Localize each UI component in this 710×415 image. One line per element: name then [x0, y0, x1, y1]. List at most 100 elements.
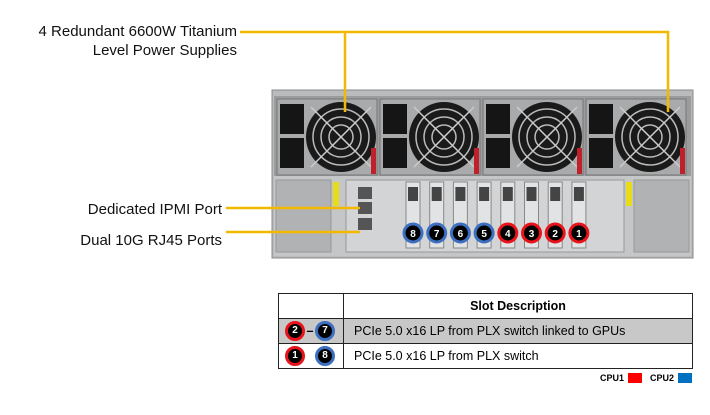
slot-badge-ring — [449, 222, 471, 244]
cpu-legend: CPU1 CPU2 — [600, 373, 692, 383]
pcie-slot-opening — [526, 187, 537, 201]
fan-guard-bar — [516, 106, 578, 168]
slot-badge-ring — [497, 222, 519, 244]
slot-badge-ring — [521, 222, 542, 244]
right-latch — [626, 182, 632, 206]
power-inlet — [589, 138, 613, 168]
slot-badge-2: 2 — [544, 222, 566, 244]
fan-guard-ring — [526, 116, 568, 158]
power-supply — [585, 98, 687, 176]
ipmi-port — [358, 202, 372, 214]
table-row: 2–7 PCIe 5.0 x16 LP from PLX switch link… — [278, 318, 693, 344]
fan-guard-ring — [431, 124, 457, 150]
legend-swatch-cpu1 — [627, 373, 642, 383]
psu-release-handle — [474, 148, 479, 174]
table-header-row: Slot Description — [278, 293, 693, 319]
power-supplies — [276, 98, 687, 176]
power-inlet — [486, 138, 510, 168]
fan-guard-ring — [534, 124, 560, 150]
callout-lines — [226, 30, 670, 234]
pcie-slot-opening — [479, 187, 490, 201]
table-header-icons — [278, 293, 344, 319]
left-latch — [333, 182, 339, 206]
slot-number: 1 — [576, 229, 582, 240]
slot-range-cell: 2–7 — [278, 318, 344, 344]
slot-number: 4 — [505, 229, 511, 240]
power-inlet — [383, 138, 407, 168]
slot-badge: 7 — [315, 321, 335, 341]
slot-number: 5 — [481, 229, 487, 240]
pcie-slot-opening — [502, 187, 513, 201]
slot-badge: 2 — [285, 321, 305, 341]
fan-guard-ring — [415, 108, 473, 166]
fan-guard-ring — [637, 124, 663, 150]
power-inlet — [486, 104, 510, 134]
fan-guard-ring — [629, 116, 671, 158]
slot-badge-7: 7 — [426, 222, 448, 244]
slot-number: 6 — [458, 229, 464, 240]
slot-badge-ring — [402, 222, 424, 244]
power-supplies-callout: 4 Redundant 6600W Titanium Level Power S… — [0, 22, 237, 60]
power-supply — [276, 98, 378, 176]
usb-port — [358, 187, 372, 199]
slot-badge: 1 — [285, 346, 305, 366]
range-dash: – — [306, 324, 314, 338]
legend-swatch-cpu2 — [678, 373, 692, 383]
fan-guard-bar — [619, 106, 681, 168]
pcie-slot-opening — [455, 187, 466, 201]
slot-badge-ring — [544, 222, 566, 244]
power-callout-line — [240, 30, 670, 112]
psu-release-handle — [680, 148, 685, 174]
slot-number: 3 — [529, 229, 535, 240]
slot-number: 8 — [410, 229, 416, 240]
fan-guard-ring — [312, 108, 370, 166]
legend-label-cpu2: CPU2 — [649, 373, 674, 383]
power-inlet — [383, 104, 407, 134]
table-header: Slot Description — [343, 293, 693, 319]
slot-badge-ring — [473, 222, 495, 244]
slot-badge-1: 1 — [568, 222, 590, 244]
power-supply — [482, 98, 584, 176]
slot-description: PCIe 5.0 x16 LP from PLX switch — [343, 343, 693, 369]
power-supply — [379, 98, 481, 176]
slot-badge-5: 5 — [473, 222, 495, 244]
pcie-slot-opening — [573, 187, 584, 201]
fan-guard-ring — [518, 108, 576, 166]
fan-guard-ring — [621, 108, 679, 166]
power-inlet — [280, 138, 304, 168]
power-inlet — [589, 104, 613, 134]
pcie-slot-opening — [550, 187, 561, 201]
slot-badge: 8 — [315, 346, 335, 366]
callout-line1: 4 Redundant 6600W Titanium — [38, 23, 237, 40]
slot-badge-ring — [426, 222, 448, 244]
psu-release-handle — [577, 148, 582, 174]
right-cover — [633, 179, 690, 253]
power-inlet — [280, 104, 304, 134]
psu-release-handle — [371, 148, 376, 174]
slot-description-table: Slot Description 2–7 PCIe 5.0 x16 LP fro… — [278, 293, 693, 369]
slot-badge-8: 8 — [402, 222, 424, 244]
fan-guard-ring — [328, 124, 354, 150]
pcie-slot-opening — [431, 187, 442, 201]
slot-badge-4: 4 — [497, 222, 519, 244]
slot-badge-ring — [568, 222, 590, 244]
rj45-port — [358, 218, 372, 230]
rj45-callout: Dual 10G RJ45 Ports — [80, 232, 222, 249]
slot-badges: 8 7 6 5 4 3 2 1 — [402, 222, 590, 244]
fan-guard-bar — [310, 106, 372, 168]
pcie-slot-opening — [408, 187, 418, 201]
slot-badge-6: 6 — [449, 222, 471, 244]
fan-guard-ring — [320, 116, 362, 158]
slot-badge-3: 3 — [521, 222, 542, 244]
fan-guard-ring — [423, 116, 465, 158]
ipmi-callout: Dedicated IPMI Port — [87, 201, 222, 218]
slot-description: PCIe 5.0 x16 LP from PLX switch linked t… — [343, 318, 693, 344]
slot-number: 2 — [552, 229, 558, 240]
legend-label-cpu1: CPU1 — [599, 373, 624, 383]
slot-number: 7 — [434, 229, 440, 240]
callout-line2: Level Power Supplies — [92, 42, 237, 59]
left-cover — [275, 179, 332, 253]
fan-guard-bar — [413, 106, 475, 168]
